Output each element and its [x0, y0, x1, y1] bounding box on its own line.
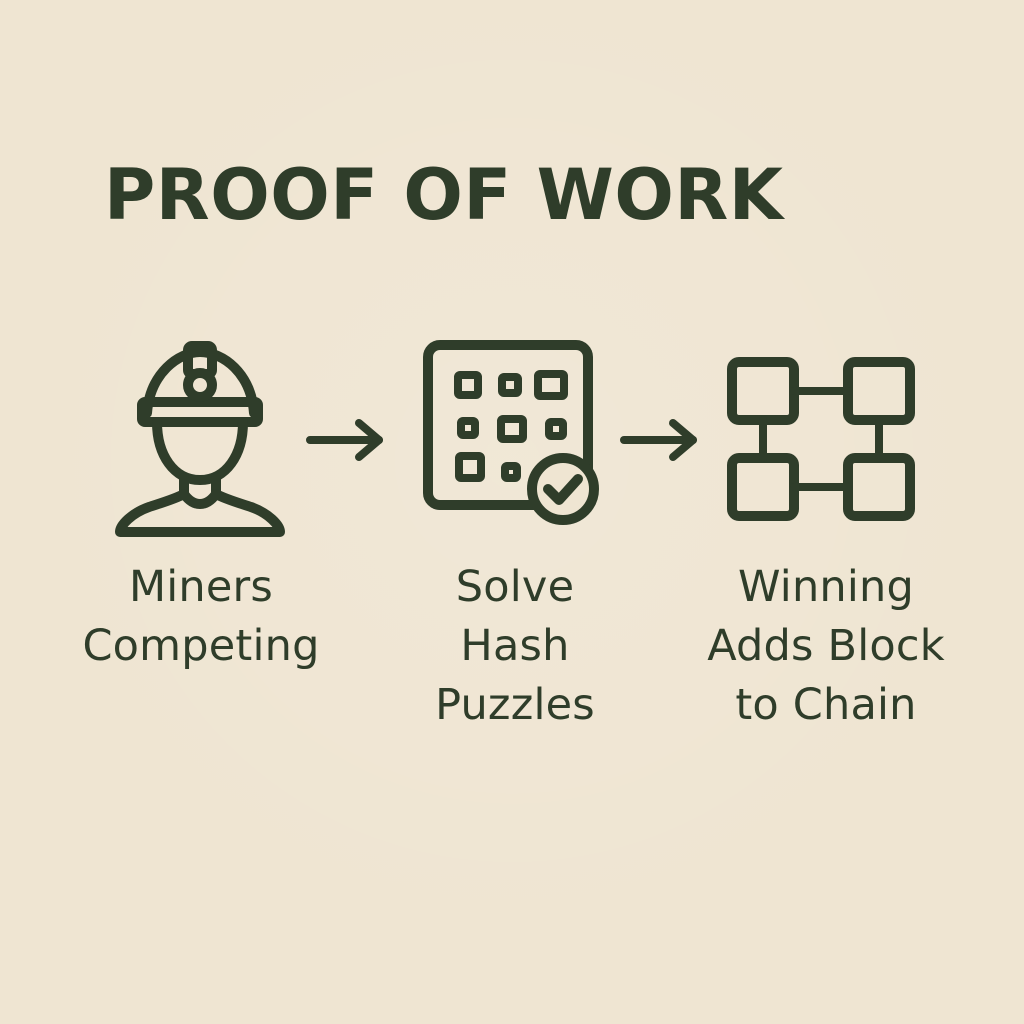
step-2-label-line-3: Puzzles: [435, 680, 595, 730]
right-arrow-icon: [304, 415, 386, 465]
blockchain-icon: [724, 354, 924, 530]
step-2-label-line-2: Hash: [460, 621, 570, 671]
step-3-label-line-3: to Chain: [735, 680, 917, 730]
miner-helmet-icon: [112, 341, 288, 537]
step-2-label-line-1: Solve: [455, 562, 575, 612]
step-1-label-line-2: Competing: [82, 621, 320, 671]
hash-puzzle-check-icon: [421, 338, 605, 525]
right-arrow-icon: [618, 415, 700, 465]
step-3-label: Winning Adds Block to Chain: [690, 558, 962, 735]
step-2-label: Solve Hash Puzzles: [405, 558, 625, 735]
diagram-title: PROOF OF WORK: [104, 154, 784, 236]
step-3-label-line-1: Winning: [738, 562, 914, 612]
step-1-label: Miners Competing: [66, 558, 336, 676]
step-1-label-line-1: Miners: [128, 562, 274, 612]
step-3-label-line-2: Adds Block: [707, 621, 945, 671]
